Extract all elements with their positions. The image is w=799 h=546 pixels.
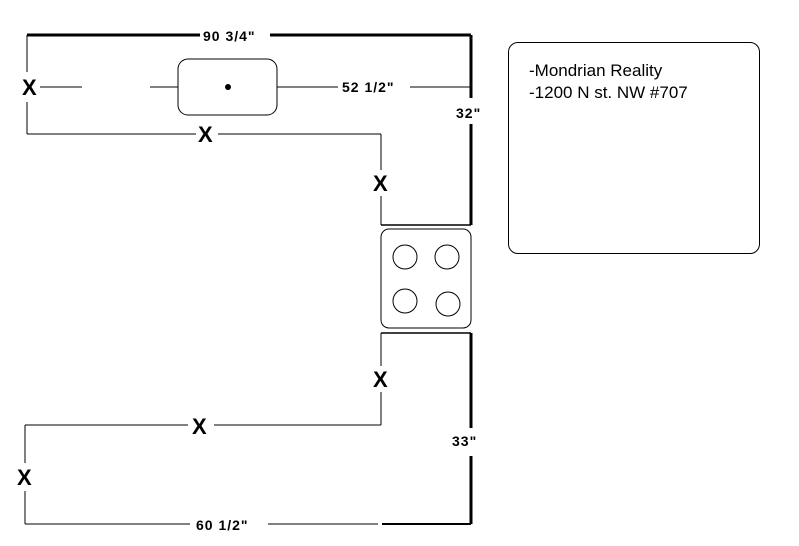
- dimension-sink-run: 52 1/2": [342, 79, 395, 95]
- burner-icon: [435, 291, 461, 317]
- dimension-lower-depth: 33": [452, 433, 477, 449]
- info-box: -Mondrian Reality -1200 N st. NW #707: [508, 42, 760, 254]
- x-marker: X: [192, 414, 207, 439]
- x-marker: X: [17, 465, 32, 490]
- dimension-top-length: 90 3/4": [203, 28, 256, 44]
- x-marker: X: [373, 367, 388, 392]
- x-marker: X: [373, 171, 388, 196]
- lower-counter-outline: [24, 332, 473, 525]
- sink: [177, 58, 278, 116]
- info-company: -Mondrian Reality: [529, 61, 663, 80]
- cooktop: [380, 228, 472, 329]
- dimension-bottom-length: 60 1/2": [196, 517, 249, 533]
- upper-counter-outline: [26, 33, 473, 226]
- burner-icon: [392, 288, 418, 314]
- burner-icon: [392, 244, 418, 270]
- x-marker: X: [198, 122, 213, 147]
- dimension-upper-depth: 32": [456, 105, 481, 121]
- burner-icon: [434, 244, 460, 270]
- sink-drain-icon: [225, 84, 231, 90]
- x-marker: X: [22, 75, 37, 100]
- info-address: -1200 N st. NW #707: [529, 83, 688, 102]
